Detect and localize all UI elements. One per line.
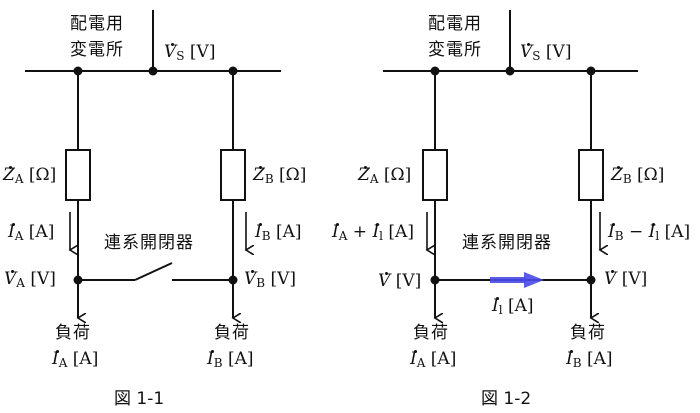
- branch-current-a-label: IA + Il [A]: [332, 222, 414, 243]
- figure-1-1-circuit: [25, 10, 281, 318]
- node: [73, 66, 83, 76]
- substation-label-line2: 変電所: [70, 40, 124, 60]
- impedance-a-resistor: [422, 149, 448, 201]
- figure-1-2-circuit: [383, 10, 638, 318]
- load-current-b-label: IB [A]: [566, 349, 613, 370]
- branch-current-b-label: IB − Il [A]: [608, 222, 691, 243]
- node: [73, 275, 83, 285]
- node-voltage-b-label: VB [V]: [244, 269, 297, 290]
- impedance-a-resistor: [65, 149, 91, 201]
- figure-caption: 図 1-2: [481, 389, 532, 409]
- impedance-a-label: ZA [Ω]: [358, 165, 412, 186]
- node-voltage-b-label: V [V]: [604, 269, 648, 289]
- figure-caption: 図 1-1: [114, 389, 165, 409]
- load-a-label: 負荷: [413, 323, 449, 343]
- substation-label-line1: 配電用: [70, 14, 124, 34]
- load-b-label: 負荷: [214, 323, 250, 343]
- impedance-b-resistor: [578, 149, 604, 201]
- load-current-a-label: IA [A]: [410, 349, 457, 370]
- tie-current-arrow: [490, 272, 544, 288]
- load-current-a-label: IA [A]: [52, 349, 99, 370]
- tie-current-label: Il [A]: [492, 296, 534, 317]
- node-voltage-a-label: V [V]: [378, 271, 422, 291]
- source-voltage-label: VS [V]: [164, 42, 216, 63]
- node: [505, 66, 515, 76]
- source-voltage-label: VS [V]: [520, 42, 572, 63]
- node: [228, 66, 238, 76]
- substation-label-line2: 変電所: [428, 40, 482, 60]
- node: [430, 66, 440, 76]
- load-a-label: 負荷: [55, 323, 91, 343]
- node: [586, 66, 596, 76]
- figure-1-2-nodes: [430, 66, 596, 285]
- impedance-a-label: ZA [Ω]: [3, 165, 57, 186]
- load-current-b-label: IB [A]: [207, 349, 254, 370]
- tie-switch-label: 連系開閉器: [462, 233, 552, 253]
- impedance-b-label: ZB [Ω]: [253, 165, 307, 186]
- figure-1-1-nodes: [73, 66, 238, 285]
- node-voltage-a-label: VA [V]: [4, 269, 56, 290]
- impedance-b-resistor: [220, 149, 246, 201]
- node: [228, 275, 238, 285]
- node: [586, 275, 596, 285]
- switch-blade-open: [134, 262, 173, 281]
- tie-switch-label: 連系開閉器: [104, 233, 194, 253]
- node: [430, 275, 440, 285]
- branch-current-a-label: IA [A]: [8, 222, 55, 243]
- substation-label-line1: 配電用: [428, 14, 482, 34]
- node: [148, 66, 158, 76]
- load-b-label: 負荷: [570, 323, 606, 343]
- branch-current-b-label: IB [A]: [255, 222, 302, 243]
- impedance-b-label: ZB [Ω]: [611, 165, 665, 186]
